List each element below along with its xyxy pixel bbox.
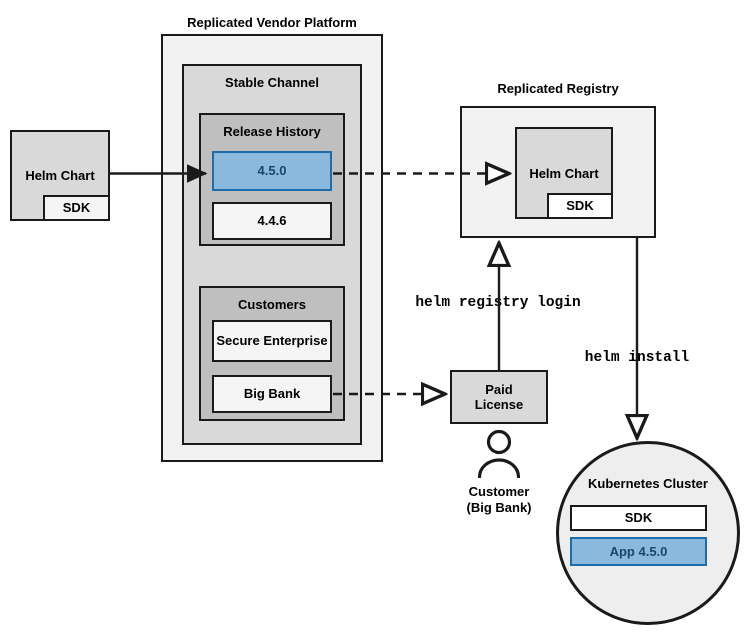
cluster-workload-sdk[interactable]: SDK — [570, 505, 707, 531]
customer-caption-line-2: (Big Bank) — [466, 500, 532, 516]
customer-big-bank[interactable]: Big Bank — [212, 375, 332, 413]
vendor-platform-title: Replicated Vendor Platform — [187, 15, 357, 30]
customer-secure-enterprise[interactable]: Secure Enterprise — [212, 320, 332, 362]
registry-helm-chart-label: Helm Chart — [529, 166, 599, 181]
kubernetes-cluster-circle — [556, 441, 740, 625]
cluster-workload-app[interactable]: App 4.5.0 — [570, 537, 707, 566]
release-version-4-5-0[interactable]: 4.5.0 — [212, 151, 332, 191]
paid-license-line-1: Paid — [485, 381, 513, 397]
source-sdk-box[interactable]: SDK — [43, 195, 110, 221]
customer-secure-enterprise-label: Secure Enterprise — [216, 333, 328, 349]
kubernetes-cluster-label: Kubernetes Cluster — [588, 476, 708, 491]
helm-install-command: helm install — [584, 350, 690, 366]
registry-title: Replicated Registry — [497, 81, 619, 96]
person-icon — [476, 429, 522, 479]
source-helm-chart-label: Helm Chart — [25, 168, 95, 183]
customer-caption: Customer (Big Bank) — [419, 484, 579, 517]
helm-registry-login-command: helm registry login — [415, 295, 581, 311]
customer-caption-line-1: Customer — [468, 484, 530, 499]
paid-license-line-2: License — [474, 397, 524, 412]
paid-license-box[interactable]: Paid License — [450, 370, 548, 424]
registry-sdk-box[interactable]: SDK — [547, 193, 613, 219]
release-version-4-4-6[interactable]: 4.4.6 — [212, 202, 332, 240]
